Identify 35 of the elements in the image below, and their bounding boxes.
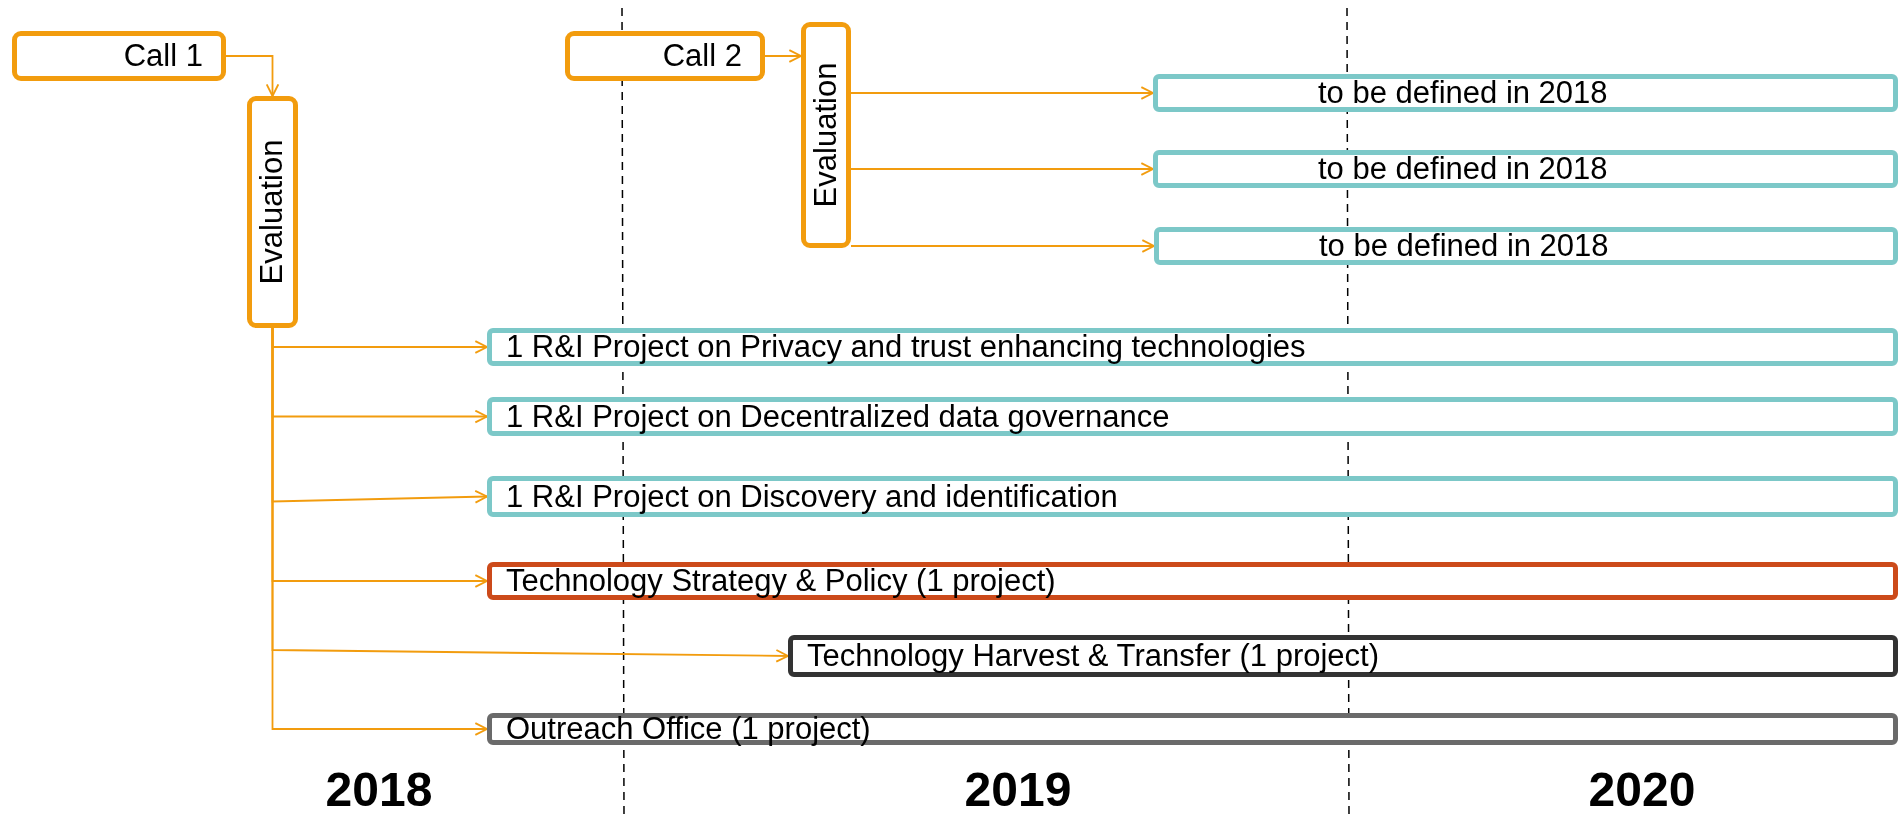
process-box <box>247 96 298 328</box>
node-label: 1 R&I Project on Privacy and trust enhancing technologies <box>506 330 1306 364</box>
arrow <box>850 162 1154 176</box>
node-label: 1 R&I Project on Discovery and identification <box>506 479 1118 514</box>
project-bar <box>487 328 1898 366</box>
node-label: 1 R&I Project on Decentralized data governance <box>506 399 1170 434</box>
node-label: Technology Harvest & Transfer (1 project) <box>807 639 1380 673</box>
arrow <box>225 55 280 97</box>
project-bar <box>487 713 1898 745</box>
project-bar <box>1153 74 1898 112</box>
process-box <box>12 31 226 81</box>
node-label: to be defined in 2018 <box>1318 152 1608 186</box>
node-label: to be defined in 2018 <box>1319 229 1609 263</box>
arrow <box>271 327 488 736</box>
arrow <box>850 239 1155 253</box>
year-label: 2019 <box>964 764 1072 816</box>
arrow <box>764 49 802 63</box>
arrow <box>850 86 1154 100</box>
year-label: 2018 <box>325 764 433 816</box>
process-box <box>801 22 851 248</box>
node-label: Evaluation <box>809 62 843 208</box>
node-label: Outreach Office (1 project) <box>506 712 871 746</box>
node-label: Call 1 <box>123 39 203 73</box>
project-bar <box>1153 150 1898 188</box>
project-bar <box>487 476 1898 517</box>
year-label: 2020 <box>1588 764 1696 816</box>
node-label: Technology Strategy & Policy (1 project) <box>506 564 1056 598</box>
process-box <box>565 31 765 81</box>
project-bar <box>487 397 1898 436</box>
project-bar <box>487 562 1898 600</box>
node-label: to be defined in 2018 <box>1318 76 1608 110</box>
project-bar <box>1154 227 1898 265</box>
project-bar <box>788 635 1898 677</box>
node-label: Call 2 <box>662 39 742 73</box>
node-label: Evaluation <box>255 139 290 285</box>
